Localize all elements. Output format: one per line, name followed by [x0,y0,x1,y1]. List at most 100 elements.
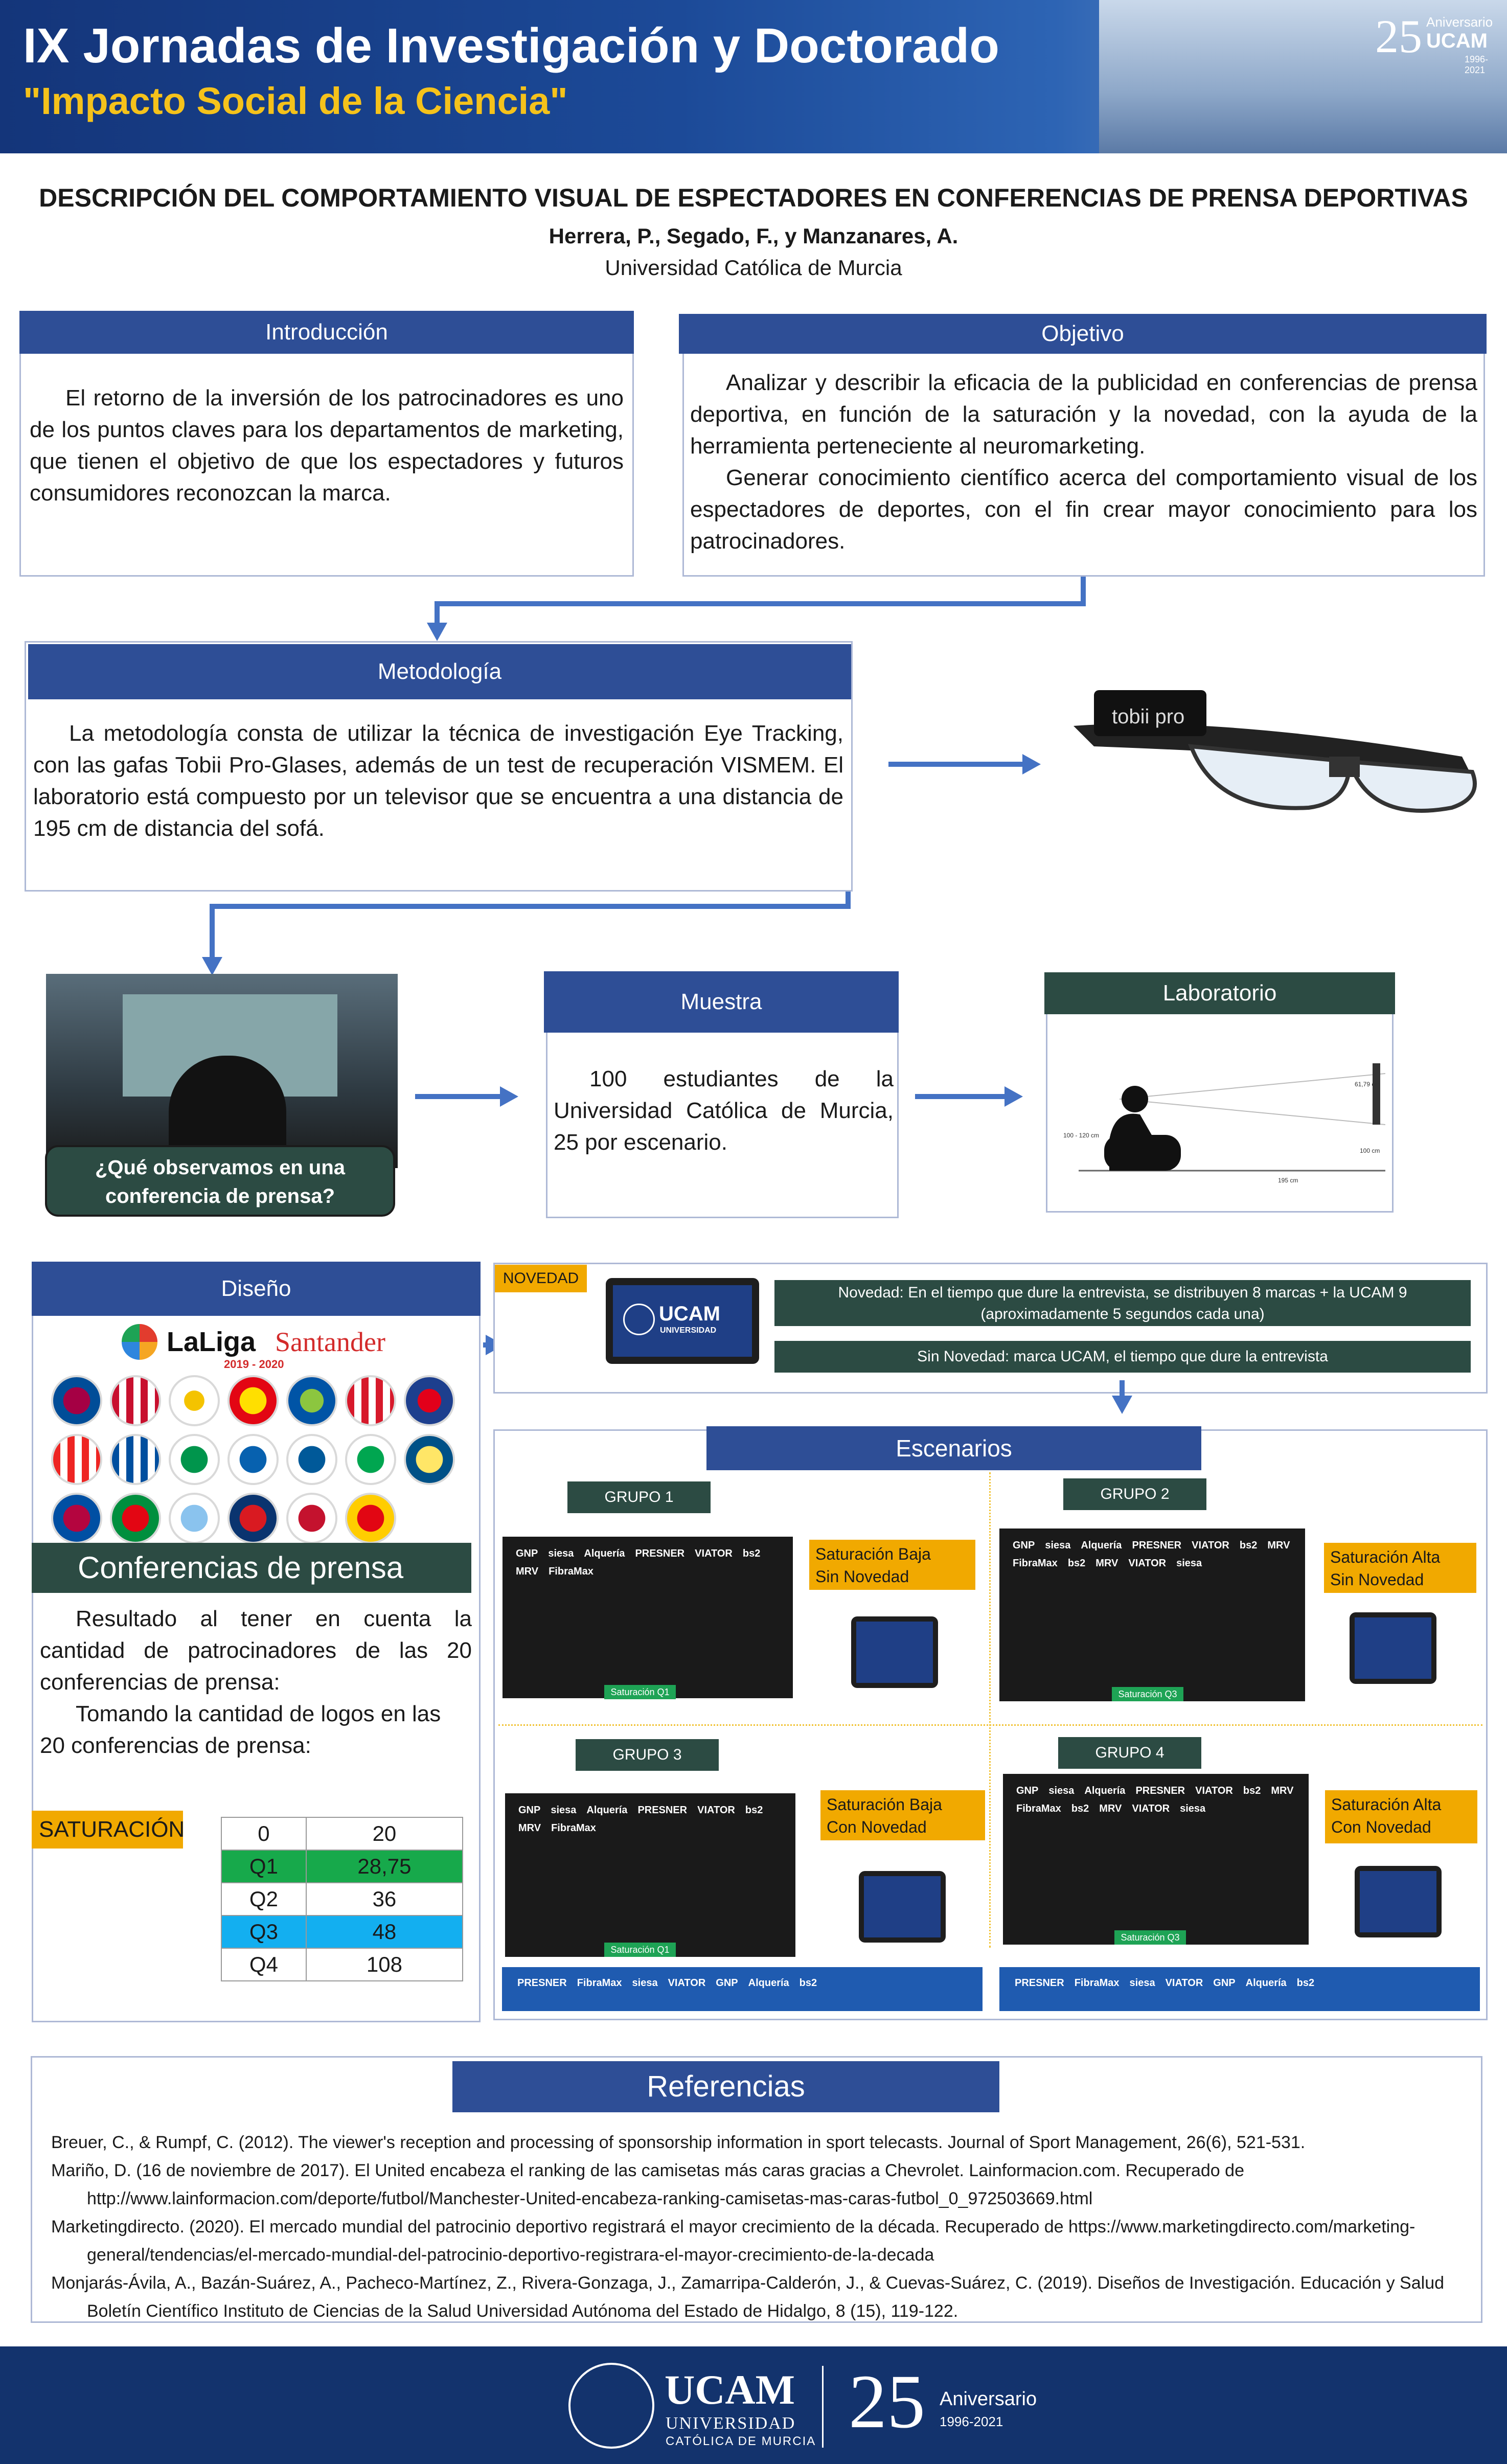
arrow-right-icon [1022,754,1041,774]
table-cell: Q1 [221,1850,307,1883]
brand-logo: siesa [632,1977,658,1989]
brand-logo: PRESNER [1135,1785,1185,1796]
footer-divider [822,2366,824,2448]
brand-logo: VIATOR [1165,1977,1203,1989]
club-badge-icon [345,1493,396,1544]
tv-screen [856,1622,933,1683]
club-badge-icon [404,1375,455,1426]
lab-diagram: 61,79 cm 100 - 120 cm 100 cm 195 cm [1063,1063,1385,1184]
brand-logo: FibraMax [577,1977,622,1989]
eye-tracking-glasses-icon: tobii pro [1074,690,1477,813]
ucam-crest-icon [623,1304,655,1335]
group-2-label: GRUPO 2 [1063,1478,1206,1510]
club-badge-icon [169,1434,220,1485]
novelty-tag: NOVEDAD [495,1265,587,1292]
brand-logo: VIATOR [1132,1803,1170,1814]
scenarios-heading: Escenarios [706,1426,1201,1470]
club-badge-icon [110,1375,161,1426]
group-2-condition: Saturación Alta Sin Novedad [1324,1543,1476,1593]
group-3-condition: Saturación Baja Con Novedad [820,1790,985,1840]
table-cell: Q4 [221,1948,307,1981]
anniversary-badge: 25 Aniversario UCAM 1996-2021 [1375,9,1503,75]
methodology-text: La metodología consta de utilizar la téc… [33,721,843,841]
anniversary-years: 1996-2021 [1465,54,1489,75]
footer-number: 25 [849,2359,925,2444]
novelty-with: Novedad: En el tiempo que dure la entrev… [774,1280,1471,1326]
lab-label-2: 100 - 120 cm [1063,1132,1099,1139]
brand-logo: VIATOR [697,1805,735,1816]
table-cell: 0 [221,1817,307,1851]
header-photo [1099,0,1507,153]
ucam-crest-icon [568,2363,654,2449]
group-1-caption: Saturación Q1 [604,1685,676,1699]
question-box: ¿Qué observamos en una conferencia de pr… [45,1145,395,1217]
footer-years: 1996-2021 [940,2414,1003,2429]
arrow-down-icon [1112,1396,1132,1414]
anniversary-label: Aniversario [1426,14,1493,30]
intro-text: El retorno de la inversión de los patroc… [30,385,624,506]
brand-logo: PRESNER [637,1805,688,1816]
club-badge-icon [286,1375,337,1426]
intro-box [19,311,634,577]
brand-logo: MRV [518,1822,541,1834]
club-badge-icon [227,1375,279,1426]
anniversary-brand: UCAM [1426,30,1488,52]
table-cell: 36 [305,1882,464,1916]
arrow-right-icon [1004,1086,1023,1107]
anniversary-number: 25 [1375,10,1422,62]
tv-icon [851,1616,938,1688]
reference-item: Mariño, D. (16 de noviembre de 2017). El… [51,2161,1244,2208]
brand-logo: bs2 [1296,1977,1315,1989]
table-cell: 20 [305,1817,464,1851]
club-badge-icon [345,1434,396,1485]
ucam-logo: UCAM [659,1303,720,1325]
divider [989,1472,991,1948]
connector-line [888,762,1026,767]
group-4-label: GRUPO 4 [1058,1737,1201,1769]
brand-logo: bs2 [1239,1540,1258,1551]
brand-logo: GNP [516,1548,538,1559]
footer-line1: UNIVERSIDAD [666,2414,796,2433]
group-4-caption: Saturación Q3 [1114,1930,1186,1945]
brand-logo: siesa [1048,1785,1075,1796]
paper-authors: Herrera, P., Segado, F., y Manzanares, A… [549,224,958,248]
brand-logo: GNP [716,1977,738,1989]
club-badge-icon [227,1493,279,1544]
brand-logo: MRV [1267,1540,1290,1551]
group-2-caption: Saturación Q3 [1112,1687,1183,1701]
brand-logo: FibraMax [1016,1803,1061,1814]
objective-text-2: Generar conocimiento científico acerca d… [690,465,1477,554]
tv-screen [1355,1617,1431,1679]
design-text-2: Tomando la cantidad de logos en las 20 c… [40,1701,441,1758]
reference-item: Breuer, C., & Rumpf, C. (2012). The view… [51,2133,1306,2152]
lab-label-4: 195 cm [1278,1177,1298,1184]
tv-icon [1355,1866,1442,1937]
club-badge-icon [51,1434,102,1485]
club-badge-icon [169,1375,220,1426]
group-3-caption: Saturación Q1 [604,1943,676,1957]
reference-item: Monjarás-Ávila, A., Bazán-Suárez, A., Pa… [51,2273,1445,2321]
brand-logo: VIATOR [1195,1785,1233,1796]
footer-line2: CATÓLICA DE MURCIA [666,2434,816,2448]
league-name: LaLiga [167,1327,256,1357]
brand-logo: siesa [1129,1977,1155,1989]
sample-text: 100 estudiantes de la Universidad Católi… [554,1066,894,1155]
club-badge-icon [169,1493,220,1544]
club-badge-icon [227,1434,279,1485]
brand-logo: FibraMax [551,1822,596,1834]
brand-logo: PRESNER [1132,1540,1182,1551]
brand-logo: GNP [1013,1540,1035,1551]
club-badge-icon [286,1493,337,1544]
brand-logo: bs2 [745,1805,763,1816]
connector-line [435,601,1086,606]
objective-text-1: Analizar y describir la eficacia de la p… [690,370,1477,459]
table-cell: 28,75 [305,1850,464,1883]
tv-icon [859,1871,946,1943]
brand-logo: Alquería [1245,1977,1287,1989]
club-badge-icon [51,1375,102,1426]
